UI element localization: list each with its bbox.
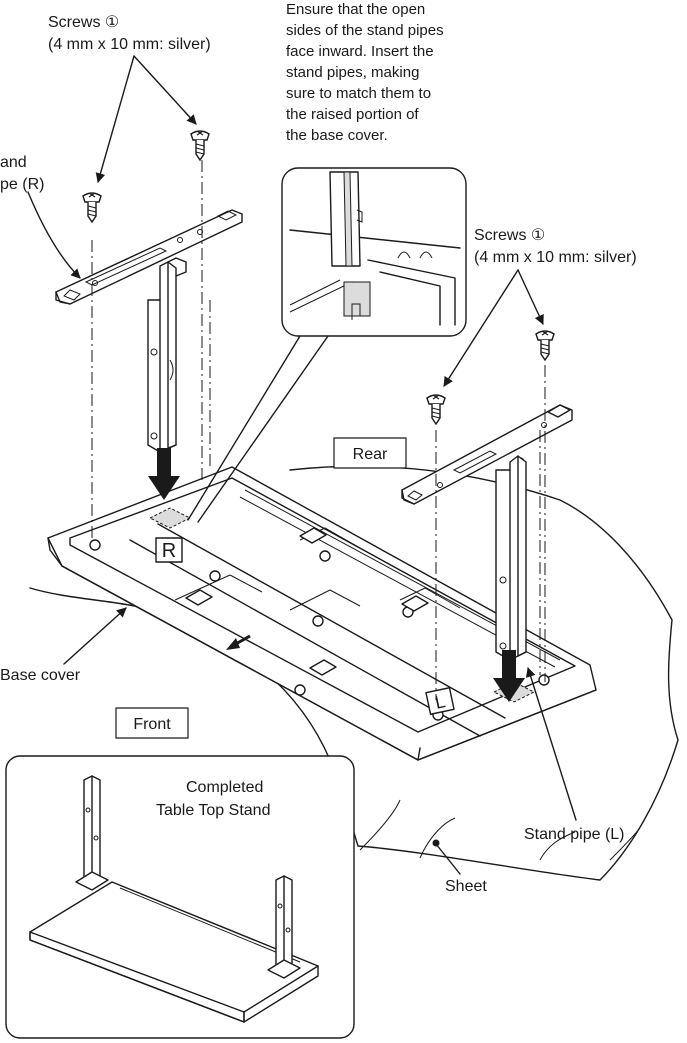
stand-pipe-r-line2: pe (R)	[0, 176, 44, 193]
l-mark-box	[425, 687, 455, 715]
alignment-guides	[91, 160, 546, 700]
r-mark: R	[162, 540, 176, 562]
stand-pipe-r-line1: and	[0, 154, 27, 171]
completed-line1: Completed	[186, 779, 263, 796]
screw-icon	[190, 130, 210, 161]
screw-icon	[426, 394, 446, 425]
stand-pipe-l	[401, 404, 573, 661]
down-arrow-icon	[148, 448, 180, 500]
stand-pipe-l-label: Stand pipe (L)	[524, 826, 625, 843]
screws-right-line1: Screws ①	[474, 227, 545, 244]
note-line: face inward. Insert the	[286, 43, 434, 60]
note-line: stand pipes, making	[286, 64, 419, 81]
base-cover-text: Base cover	[0, 667, 81, 684]
screw-icon	[82, 192, 102, 223]
screws-right-line2: (4 mm x 10 mm: silver)	[474, 249, 637, 266]
rear-text: Rear	[353, 446, 388, 463]
front-label: Front	[115, 707, 189, 739]
note-line: the base cover.	[286, 127, 388, 144]
note-line: Ensure that the open	[286, 1, 425, 18]
stand-pipe-r-label: and pe (R)	[0, 154, 44, 193]
front-text: Front	[133, 716, 171, 733]
stand-pipe-r	[55, 209, 243, 453]
stand-pipe-l-text: Stand pipe (L)	[524, 826, 625, 843]
down-arrow-icon	[493, 650, 525, 702]
front-arrow-icon	[226, 634, 251, 650]
note-line: the raised portion of	[286, 106, 419, 123]
screws-left-line2: (4 mm x 10 mm: silver)	[48, 36, 211, 53]
sheet-label: Sheet	[445, 878, 487, 895]
rear-label: Rear	[333, 437, 407, 469]
l-mark: L	[433, 691, 447, 713]
note-line: sure to match them to	[286, 85, 431, 102]
sheet-text: Sheet	[445, 878, 487, 895]
detail-inset	[187, 167, 467, 523]
completed-line2: Table Top Stand	[156, 802, 270, 819]
screw-icon	[535, 330, 555, 361]
screws-left-label: Screws ① (4 mm x 10 mm: silver)	[48, 14, 211, 53]
completed-stand-inset: Completed Table Top Stand	[5, 755, 355, 1039]
tray-boss-group	[89, 539, 550, 721]
instruction-note: Ensure that the open sides of the stand …	[286, 1, 444, 144]
screws-left-line1: Screws ①	[48, 14, 119, 31]
screws-right-label: Screws ① (4 mm x 10 mm: silver)	[474, 227, 637, 266]
slot-r	[148, 507, 192, 529]
base-cover-label: Base cover	[0, 667, 81, 684]
note-line: sides of the stand pipes	[286, 22, 444, 39]
r-mark-box	[155, 537, 183, 563]
